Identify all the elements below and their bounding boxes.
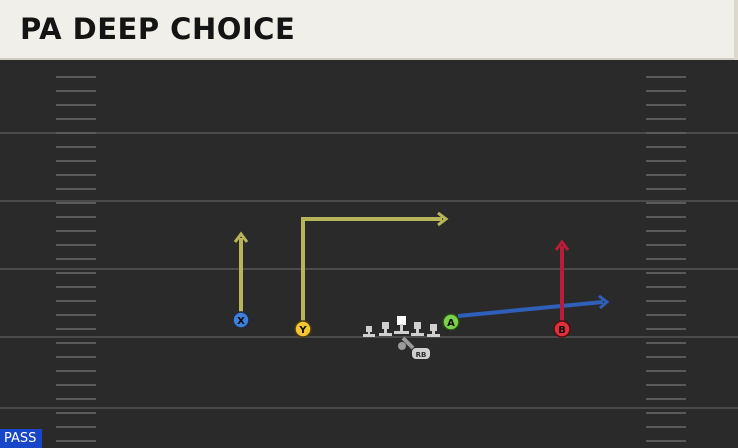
hash-mark-left [56, 76, 96, 78]
yard-line [0, 132, 738, 134]
hash-mark-left [56, 426, 96, 428]
hash-mark-right [646, 342, 686, 344]
hash-mark-right [646, 132, 686, 134]
rb-badge [412, 348, 430, 359]
hash-mark-left [56, 160, 96, 162]
hash-mark-left [56, 356, 96, 358]
lineman-right-guard [411, 322, 424, 336]
receiver-b: B [553, 320, 571, 338]
receiver-x: X [232, 311, 250, 329]
hash-mark-left [56, 384, 96, 386]
hash-mark-right [646, 370, 686, 372]
hash-mark-left [56, 258, 96, 260]
hash-mark-right [646, 90, 686, 92]
hash-mark-left [56, 286, 96, 288]
hash-mark-right [646, 244, 686, 246]
hash-mark-right [646, 188, 686, 190]
hash-mark-left [56, 202, 96, 204]
hash-mark-left [56, 174, 96, 176]
hash-mark-right [646, 174, 686, 176]
receiver-y-icon [294, 320, 312, 338]
rb-label: RB [416, 351, 427, 359]
hash-marks-right [646, 76, 686, 442]
receiver-y-label: Y [298, 325, 307, 336]
hash-mark-left [56, 412, 96, 414]
hash-mark-left [56, 90, 96, 92]
lineman-left-tackle [363, 326, 375, 337]
play-type-tag: PASS [0, 429, 43, 448]
y-route [301, 211, 449, 328]
b-route [554, 239, 570, 322]
hash-mark-left [56, 118, 96, 120]
hash-mark-right [646, 440, 686, 442]
lineman-center [394, 316, 409, 334]
hash-mark-left [56, 146, 96, 148]
hash-mark-left [56, 104, 96, 106]
offensive-line [363, 316, 440, 337]
yard-line [0, 407, 738, 409]
hash-mark-right [646, 202, 686, 204]
field-background [0, 62, 738, 448]
receiver-b-icon [553, 320, 571, 338]
y-route-line [301, 217, 442, 328]
hash-mark-right [646, 76, 686, 78]
hash-mark-right [646, 118, 686, 120]
hash-marks-left [56, 76, 96, 442]
hash-mark-left [56, 328, 96, 330]
hash-mark-right [646, 286, 686, 288]
hash-mark-left [56, 440, 96, 442]
receiver-a-icon [442, 313, 460, 331]
hash-mark-right [646, 384, 686, 386]
lineman-left-guard [379, 322, 392, 336]
hash-mark-left [56, 230, 96, 232]
yard-line [0, 268, 738, 270]
rb-fake-route [401, 336, 415, 350]
hash-mark-left [56, 132, 96, 134]
yard-line [0, 200, 738, 202]
hash-mark-right [646, 300, 686, 302]
hash-mark-left [56, 188, 96, 190]
routes [233, 211, 610, 350]
hash-mark-right [646, 398, 686, 400]
receiver-x-label: X [237, 316, 245, 327]
hash-mark-right [646, 146, 686, 148]
hash-mark-right [646, 272, 686, 274]
receiver-x-icon [232, 311, 250, 329]
rb-marker: RB [398, 342, 430, 359]
hash-mark-right [646, 160, 686, 162]
hash-mark-left [56, 370, 96, 372]
lineman-right-tackle [427, 324, 440, 337]
hash-mark-left [56, 398, 96, 400]
receiver-y: Y [294, 320, 312, 338]
x-route-arrowhead [233, 231, 249, 243]
a-route-arrowhead [598, 294, 610, 310]
hash-mark-left [56, 244, 96, 246]
receiver-a: A [442, 313, 460, 331]
hash-mark-right [646, 426, 686, 428]
b-route-arrowhead [554, 239, 570, 251]
hash-mark-right [646, 104, 686, 106]
play-title-bar: PA DEEP CHOICE [0, 0, 738, 60]
hash-mark-left [56, 300, 96, 302]
rb-fake-line [401, 336, 415, 350]
y-route-arrowhead [437, 211, 449, 227]
hash-mark-right [646, 412, 686, 414]
hash-mark-right [646, 356, 686, 358]
hash-mark-right [646, 314, 686, 316]
hash-mark-right [646, 216, 686, 218]
hash-mark-right [646, 230, 686, 232]
receiver-b-label: B [558, 325, 566, 336]
play-field: RB X Y A B [0, 62, 738, 448]
a-route [457, 294, 610, 318]
x-route [233, 231, 249, 319]
hash-mark-left [56, 342, 96, 344]
hash-mark-left [56, 272, 96, 274]
hash-mark-left [56, 314, 96, 316]
a-route-line [457, 300, 604, 318]
receiver-a-label: A [447, 318, 455, 329]
play-title: PA DEEP CHOICE [20, 12, 296, 46]
hash-mark-left [56, 216, 96, 218]
hash-mark-right [646, 328, 686, 330]
hash-mark-right [646, 258, 686, 260]
